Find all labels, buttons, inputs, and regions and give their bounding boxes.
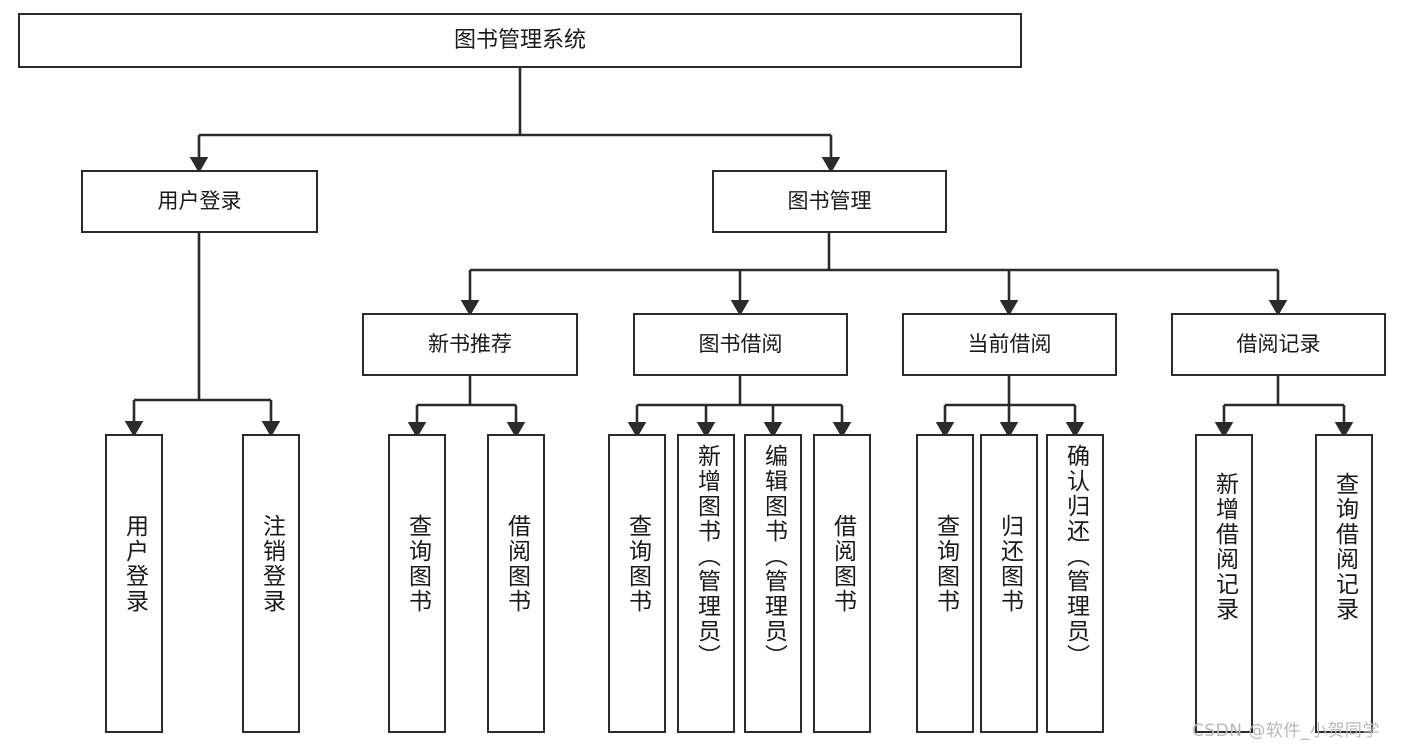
node-leaf-confirm-return-admin-label: 确认归还（管理员） <box>1062 444 1089 669</box>
node-leaf-borrow-book[interactable]: 借阅图书 <box>813 434 871 733</box>
node-book-manage[interactable]: 图书管理 <box>712 170 947 233</box>
node-book-borrow[interactable]: 图书借阅 <box>633 313 848 376</box>
node-current-borrow[interactable]: 当前借阅 <box>902 313 1117 376</box>
node-leaf-query-book-current-label: 查询图书 <box>932 514 959 614</box>
node-leaf-edit-book-admin[interactable]: 编辑图书（管理员） <box>744 434 802 733</box>
node-borrow-record-label: 借阅记录 <box>1236 332 1321 357</box>
node-new-book-recommend[interactable]: 新书推荐 <box>362 313 578 376</box>
node-current-borrow-label: 当前借阅 <box>967 332 1052 357</box>
node-user-login-label: 用户登录 <box>157 189 242 214</box>
node-leaf-query-borrow-record-label: 查询借阅记录 <box>1331 472 1358 622</box>
node-book-borrow-label: 图书借阅 <box>698 332 783 357</box>
node-leaf-query-book-recommend-label: 查询图书 <box>404 514 431 614</box>
node-leaf-query-book-borrow[interactable]: 查询图书 <box>608 434 666 733</box>
node-leaf-query-book-borrow-label: 查询图书 <box>624 514 651 614</box>
node-leaf-user-login[interactable]: 用户登录 <box>105 434 163 733</box>
node-borrow-record[interactable]: 借阅记录 <box>1171 313 1386 376</box>
node-leaf-logout[interactable]: 注销登录 <box>242 434 300 733</box>
node-leaf-confirm-return-admin[interactable]: 确认归还（管理员） <box>1046 434 1104 733</box>
csdn-watermark: CSDN @软件_小贺同学 <box>1192 721 1380 741</box>
node-root[interactable]: 图书管理系统 <box>18 13 1022 68</box>
node-book-manage-label: 图书管理 <box>787 189 872 214</box>
node-root-label: 图书管理系统 <box>453 27 586 53</box>
node-leaf-add-book-admin-label: 新增图书（管理员） <box>693 444 720 669</box>
node-leaf-add-borrow-record[interactable]: 新增借阅记录 <box>1195 434 1253 733</box>
node-leaf-borrow-book-recommend-label: 借阅图书 <box>503 514 530 614</box>
node-leaf-logout-label: 注销登录 <box>258 514 285 614</box>
node-leaf-query-borrow-record[interactable]: 查询借阅记录 <box>1315 434 1373 733</box>
node-leaf-borrow-book-recommend[interactable]: 借阅图书 <box>487 434 545 733</box>
node-leaf-add-borrow-record-label: 新增借阅记录 <box>1211 472 1238 622</box>
node-leaf-user-login-label: 用户登录 <box>121 514 148 614</box>
node-leaf-edit-book-admin-label: 编辑图书（管理员） <box>760 444 787 669</box>
node-leaf-query-book-recommend[interactable]: 查询图书 <box>388 434 446 733</box>
node-new-book-recommend-label: 新书推荐 <box>428 332 512 357</box>
node-leaf-return-book[interactable]: 归还图书 <box>980 434 1038 733</box>
node-leaf-query-book-current[interactable]: 查询图书 <box>916 434 974 733</box>
node-leaf-add-book-admin[interactable]: 新增图书（管理员） <box>677 434 735 733</box>
node-leaf-return-book-label: 归还图书 <box>996 514 1023 614</box>
node-user-login[interactable]: 用户登录 <box>81 170 318 233</box>
node-leaf-borrow-book-label: 借阅图书 <box>829 514 856 614</box>
